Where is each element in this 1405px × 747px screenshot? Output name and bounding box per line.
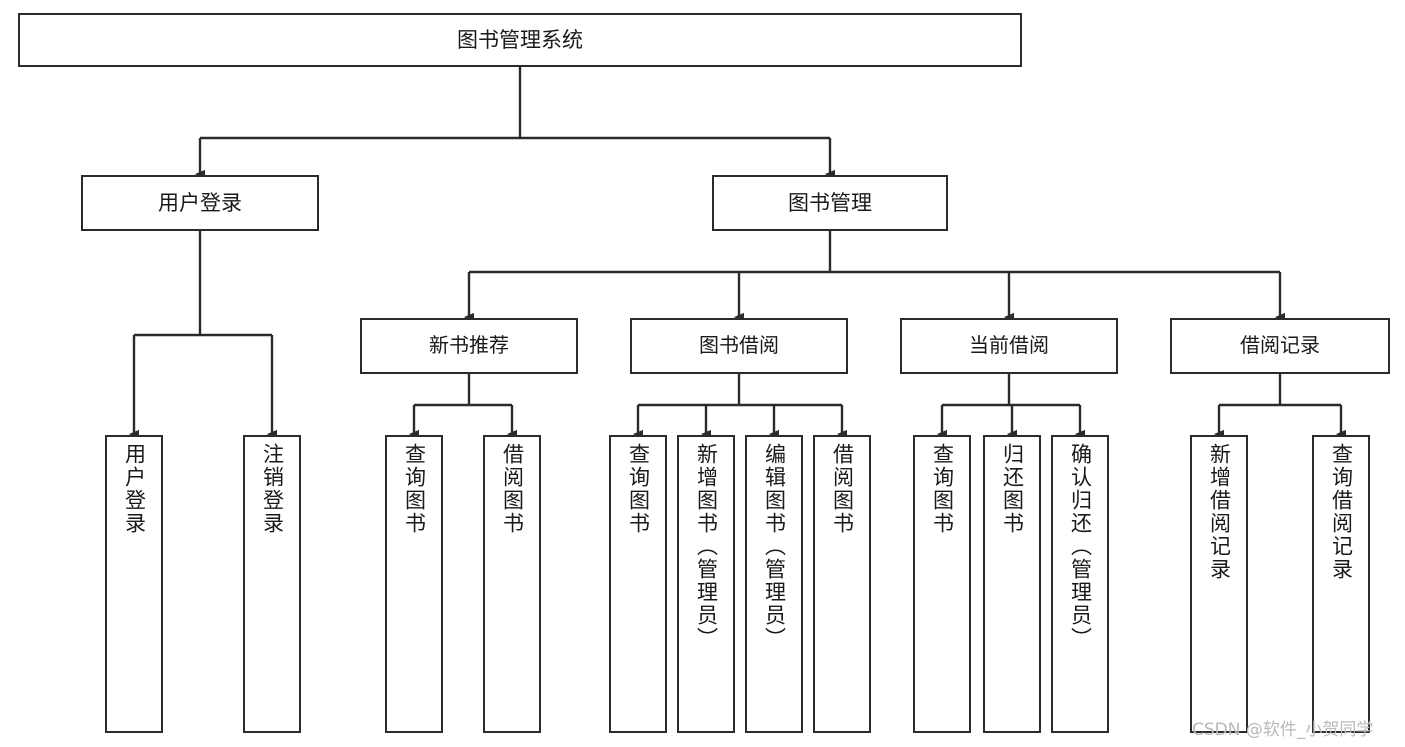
node-label-book-manage: 图书管理 bbox=[788, 190, 872, 215]
node-label-current-borrow: 当前借阅 bbox=[969, 333, 1049, 358]
node-label-leaf-borrow-book-2: 借阅图书 bbox=[830, 443, 855, 535]
node-leaf-user-login[interactable]: 用户登录 bbox=[105, 435, 163, 733]
node-leaf-borrow-book-1[interactable]: 借阅图书 bbox=[483, 435, 541, 733]
node-leaf-user-logout[interactable]: 注销登录 bbox=[243, 435, 301, 733]
node-label-leaf-borrow-book-1: 借阅图书 bbox=[500, 443, 525, 535]
node-book-borrow[interactable]: 图书借阅 bbox=[630, 318, 848, 374]
node-label-leaf-query-record: 查询借阅记录 bbox=[1329, 443, 1354, 581]
watermark-label: CSDN @软件_小贺同学 bbox=[1192, 720, 1374, 740]
node-leaf-return-book[interactable]: 归还图书 bbox=[983, 435, 1041, 733]
node-leaf-confirm-ret[interactable]: 确认归还（管理员） bbox=[1051, 435, 1109, 733]
node-label-new-book-rec: 新书推荐 bbox=[429, 333, 509, 358]
node-leaf-query-record[interactable]: 查询借阅记录 bbox=[1312, 435, 1370, 733]
node-label-leaf-return-book: 归还图书 bbox=[1000, 443, 1025, 535]
node-label-leaf-edit-book: 编辑图书（管理员） bbox=[762, 443, 787, 650]
node-label-leaf-user-login: 用户登录 bbox=[122, 443, 147, 535]
node-leaf-borrow-book-2[interactable]: 借阅图书 bbox=[813, 435, 871, 733]
node-new-book-rec[interactable]: 新书推荐 bbox=[360, 318, 578, 374]
node-label-leaf-user-logout: 注销登录 bbox=[260, 443, 285, 535]
node-borrow-record[interactable]: 借阅记录 bbox=[1170, 318, 1390, 374]
node-leaf-add-book[interactable]: 新增图书（管理员） bbox=[677, 435, 735, 733]
node-leaf-query-book-1[interactable]: 查询图书 bbox=[385, 435, 443, 733]
node-label-user-login: 用户登录 bbox=[158, 190, 242, 215]
node-label-root: 图书管理系统 bbox=[457, 27, 583, 52]
node-label-leaf-add-record: 新增借阅记录 bbox=[1207, 443, 1232, 581]
node-label-leaf-confirm-ret: 确认归还（管理员） bbox=[1068, 443, 1093, 650]
node-book-manage[interactable]: 图书管理 bbox=[712, 175, 948, 231]
node-root[interactable]: 图书管理系统 bbox=[18, 13, 1022, 67]
node-current-borrow[interactable]: 当前借阅 bbox=[900, 318, 1118, 374]
node-label-leaf-add-book: 新增图书（管理员） bbox=[694, 443, 719, 650]
edge-paths bbox=[128, 67, 1347, 439]
node-label-borrow-record: 借阅记录 bbox=[1240, 333, 1320, 358]
node-label-book-borrow: 图书借阅 bbox=[699, 333, 779, 358]
node-leaf-query-book-2[interactable]: 查询图书 bbox=[609, 435, 667, 733]
node-leaf-query-book-3[interactable]: 查询图书 bbox=[913, 435, 971, 733]
node-label-leaf-query-book-2: 查询图书 bbox=[626, 443, 651, 535]
node-label-leaf-query-book-3: 查询图书 bbox=[930, 443, 955, 535]
node-label-leaf-query-book-1: 查询图书 bbox=[402, 443, 427, 535]
node-leaf-edit-book[interactable]: 编辑图书（管理员） bbox=[745, 435, 803, 733]
node-user-login[interactable]: 用户登录 bbox=[81, 175, 319, 231]
node-leaf-add-record[interactable]: 新增借阅记录 bbox=[1190, 435, 1248, 733]
